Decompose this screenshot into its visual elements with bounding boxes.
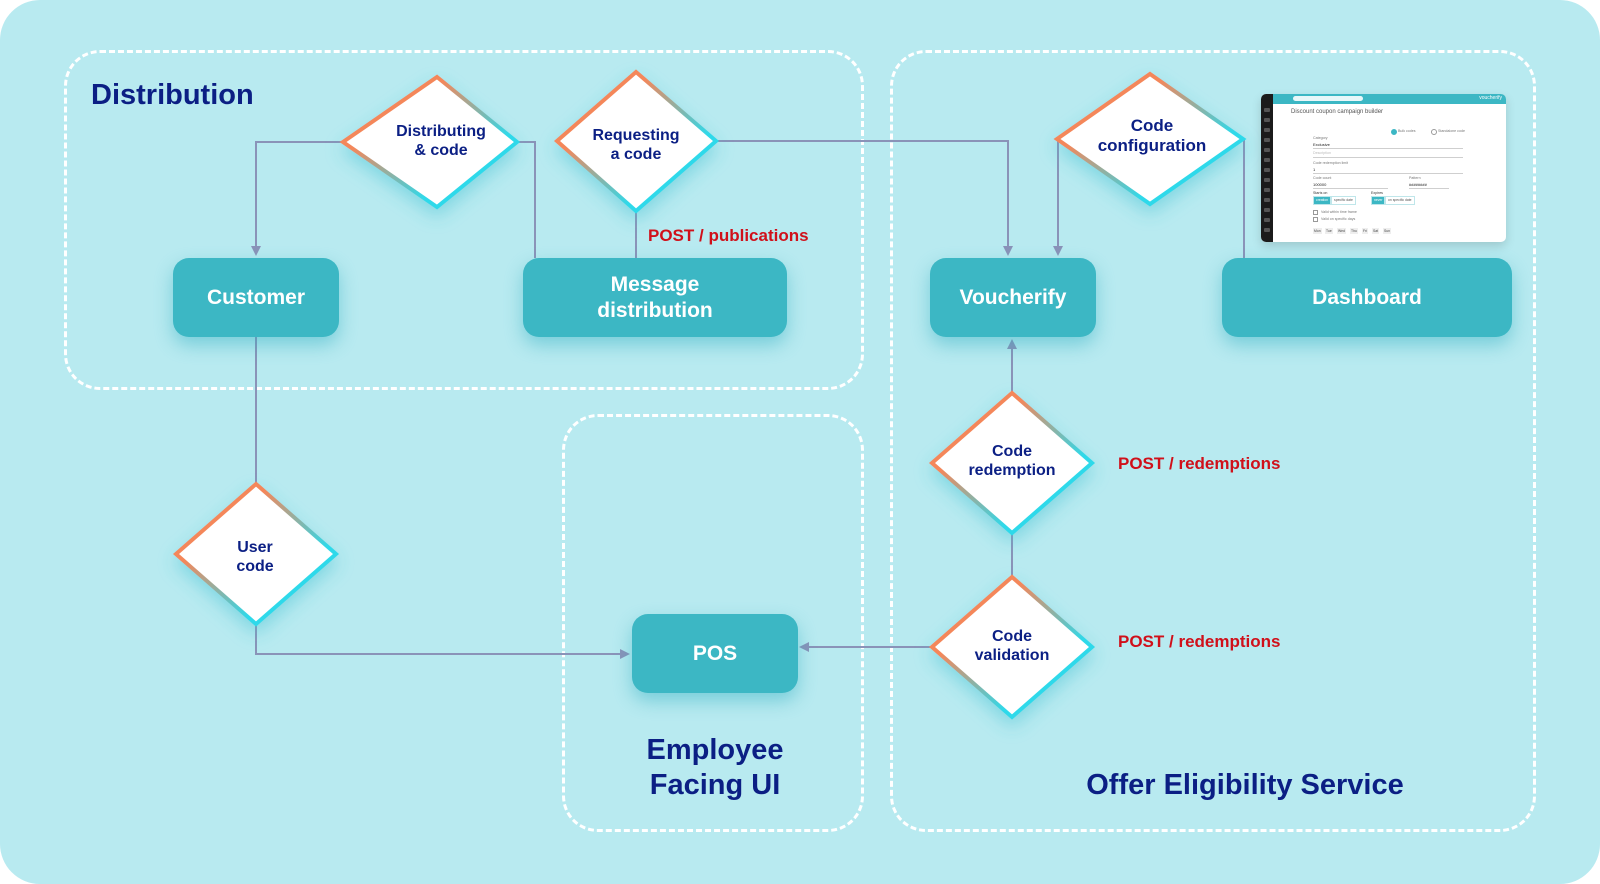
employee-title-line1: Employee (646, 734, 784, 766)
node-pos-label: POS (692, 641, 738, 665)
node-customer[interactable]: Customer (173, 258, 339, 337)
distribution-group (64, 50, 864, 390)
dashboard-preview-sidebar (1261, 94, 1273, 242)
decision-code-configuration (1053, 71, 1247, 207)
decision-requesting-code (553, 69, 720, 214)
decision-configuration-label: Code configuration (1097, 116, 1207, 155)
decision-user-code-label: User code (236, 539, 274, 575)
api-label-redemptions-1: POST / redemptions (1118, 454, 1281, 473)
connector-distributing-customer (251, 141, 357, 256)
api-label-publications: POST / publications (648, 226, 809, 245)
connector-distributing-message (517, 141, 536, 258)
node-voucherify-label: Voucherify (959, 285, 1067, 309)
radio-standalone-code (1431, 129, 1437, 135)
decision-user-code (172, 481, 340, 627)
employee-facing-ui-title: Employee Facing UI (572, 733, 858, 803)
node-pos[interactable]: POS (632, 614, 798, 693)
decision-requesting-label: Requesting a code (592, 127, 680, 163)
distribution-title: Distribution (91, 79, 254, 111)
connector-requesting-voucherify (716, 140, 1013, 256)
decision-validation-label: Code validation (974, 628, 1050, 664)
connector-config-dashboard (1230, 138, 1245, 258)
decision-code-validation (928, 574, 1096, 720)
decision-code-redemption (928, 390, 1096, 536)
decision-distributing-label: Distributing & code (396, 123, 486, 159)
dashboard-preview-brand: voucherify (1479, 95, 1502, 101)
api-label-redemptions-2: POST / redemptions (1118, 632, 1281, 651)
dashboard-preview: voucherify Discount coupon campaign buil… (1261, 94, 1506, 242)
connector-usercode-pos (255, 624, 630, 659)
node-dashboard-label: Dashboard (1312, 285, 1422, 309)
node-customer-label: Customer (206, 285, 306, 309)
decision-redemption-label: Code redemption (968, 443, 1056, 479)
offer-eligibility-service-group (890, 50, 1536, 832)
employee-facing-ui-group (562, 414, 864, 832)
dashboard-preview-title: Discount coupon campaign builder (1291, 109, 1384, 115)
decision-distributing-code (339, 74, 521, 210)
connector-config-voucherify (1053, 138, 1070, 256)
offer-eligibility-service-title: Offer Eligibility Service (1086, 769, 1404, 801)
employee-title-line2: Facing UI (649, 769, 781, 801)
dashboard-preview-topbar: voucherify (1273, 94, 1506, 104)
dashboard-preview-search (1293, 96, 1363, 101)
radio-bulk-codes (1391, 129, 1397, 135)
node-voucherify[interactable]: Voucherify (930, 258, 1096, 337)
node-dashboard[interactable]: Dashboard (1222, 258, 1512, 337)
